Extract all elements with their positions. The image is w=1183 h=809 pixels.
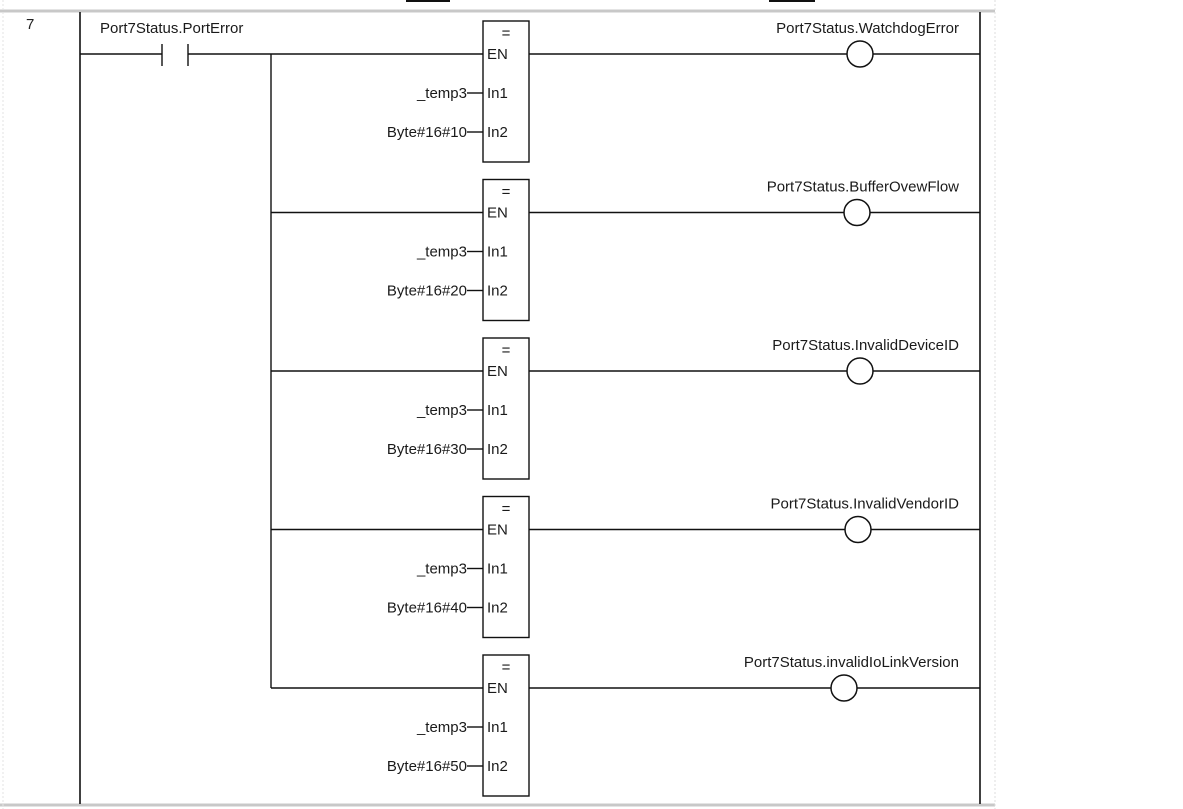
en-pin-label: EN [487,680,508,697]
in1-pin-label: In1 [487,85,508,102]
in2-pin-label: In2 [487,758,508,775]
coil-label[interactable]: Port7Status.InvalidVendorID [771,496,960,513]
block-operator-label: = [502,184,511,201]
in1-operand[interactable]: _temp3 [416,244,467,261]
coil-label[interactable]: Port7Status.BufferOvewFlow [767,179,959,196]
block-operator-label: = [502,25,511,42]
output-coil[interactable] [830,674,858,702]
in1-pin-label: In1 [487,244,508,261]
in2-pin-label: In2 [487,600,508,617]
compare-block[interactable] [482,654,530,797]
in1-pin-label: In1 [487,719,508,736]
compare-block[interactable] [482,337,530,480]
in2-operand[interactable]: Byte#16#30 [387,441,467,458]
output-coil[interactable] [846,40,874,68]
in1-operand[interactable]: _temp3 [416,561,467,578]
en-pin-label: EN [487,522,508,539]
in1-pin-label: In1 [487,561,508,578]
output-coil[interactable] [843,198,871,227]
in2-pin-label: In2 [487,283,508,300]
block-operator-label: = [502,659,511,676]
in1-pin-label: In1 [487,402,508,419]
in1-operand[interactable]: _temp3 [416,402,467,419]
in1-operand[interactable]: _temp3 [416,85,467,102]
block-operator-label: = [502,342,511,359]
en-pin-label: EN [487,363,508,380]
contact-label: Port7Status.PortError [100,20,243,37]
in2-pin-label: In2 [487,124,508,141]
output-coil[interactable] [846,357,874,385]
previous-rung-box-right [769,0,815,2]
en-pin-label: EN [487,46,508,63]
in2-operand[interactable]: Byte#16#40 [387,600,467,617]
compare-block[interactable] [482,495,530,639]
output-coil[interactable] [844,515,872,544]
compare-block[interactable] [482,20,530,163]
in2-operand[interactable]: Byte#16#10 [387,124,467,141]
coil-label[interactable]: Port7Status.WatchdogError [776,20,959,37]
coil-label[interactable]: Port7Status.invalidIoLinkVersion [744,654,959,671]
in2-operand[interactable]: Byte#16#50 [387,758,467,775]
previous-rung-box-left [406,0,450,2]
block-operator-label: = [502,501,511,518]
in2-pin-label: In2 [487,441,508,458]
compare-blocks: =ENIn1In2_temp3Byte#16#10Port7Status.Wat… [271,20,980,797]
compare-block[interactable] [482,178,530,322]
en-pin-label: EN [487,205,508,222]
rung-number: 7 [26,16,35,33]
in1-operand[interactable]: _temp3 [416,719,467,736]
coil-label[interactable]: Port7Status.InvalidDeviceID [772,337,959,354]
in2-operand[interactable]: Byte#16#20 [387,283,467,300]
